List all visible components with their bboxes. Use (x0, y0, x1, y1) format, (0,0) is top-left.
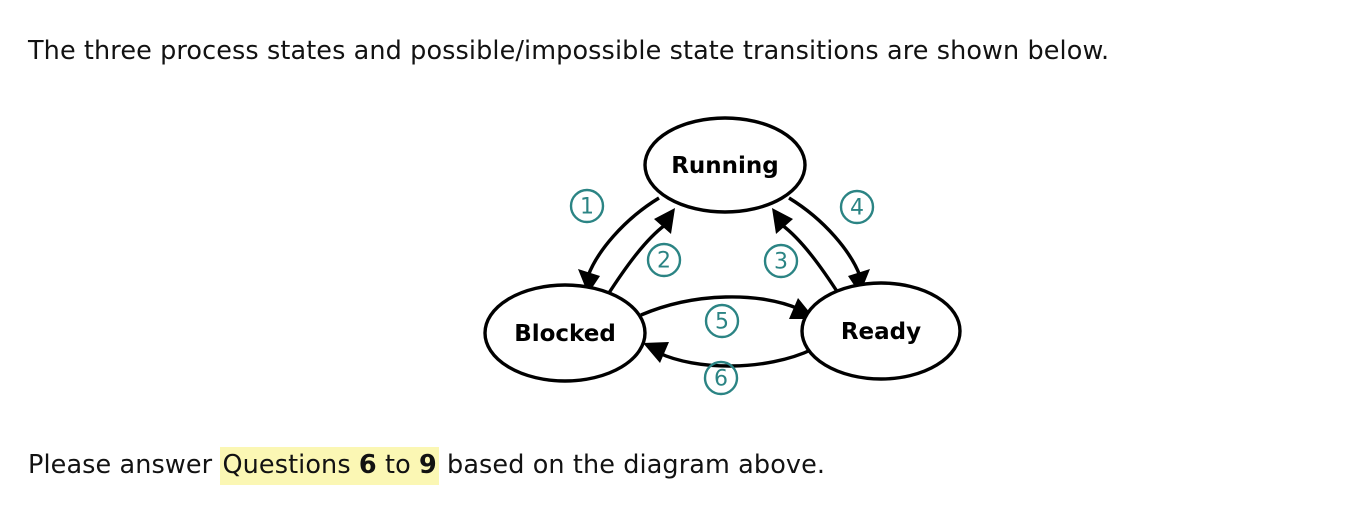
transition-badge-4-number: 4 (850, 196, 864, 221)
node-blocked[interactable]: Blocked (483, 283, 647, 383)
edge-arrowhead-6 (643, 342, 669, 363)
closing-suffix: based on the diagram above. (438, 450, 826, 480)
edge-path-1 (586, 196, 660, 277)
transition-badge-1-number: 1 (580, 195, 594, 220)
closing-paragraph: Please answer Questions 6 to 9 based on … (28, 446, 826, 485)
transition-arrow-1 (578, 196, 660, 294)
transition-arrow-2 (605, 208, 675, 297)
edge-path-5 (640, 295, 800, 317)
node-running-label: Running (671, 153, 779, 179)
transition-badge-6-circle (703, 360, 739, 396)
transition-badge-2: 2 (646, 242, 682, 278)
node-ready[interactable]: Ready (800, 281, 962, 381)
diagram-canvas: Running Blocked Ready 1 2 3 (483, 116, 962, 396)
transition-arrow-3 (772, 208, 842, 297)
transition-badge-1-circle (569, 188, 605, 224)
edge-arrowhead-3 (772, 208, 793, 234)
transition-badge-6: 6 (703, 360, 739, 396)
transition-arrow-4 (788, 196, 870, 294)
transition-badge-3: 3 (763, 243, 799, 279)
state-transition-diagram: Running Blocked Ready 1 2 3 (455, 100, 985, 410)
transition-badge-4-circle (839, 189, 875, 225)
transition-badge-3-circle (763, 243, 799, 279)
transition-badge-1: 1 (569, 188, 605, 224)
closing-highlight-mid: to (376, 450, 419, 480)
closing-highlight: Questions 6 to 9 (220, 447, 439, 485)
transition-badge-2-circle (646, 242, 682, 278)
closing-highlight-word: Questions (222, 450, 359, 480)
transition-badge-4: 4 (839, 189, 875, 225)
edge-path-4 (788, 196, 862, 277)
node-ready-shape (800, 281, 962, 381)
node-running[interactable]: Running (643, 116, 807, 214)
edge-path-3 (780, 223, 842, 297)
node-blocked-shape (483, 283, 647, 383)
edge-arrowhead-1 (578, 269, 600, 294)
transition-badge-3-number: 3 (774, 250, 788, 275)
transition-badge-6-number: 6 (714, 367, 728, 392)
transition-badge-5: 5 (704, 303, 740, 339)
transition-badge-5-number: 5 (715, 310, 729, 335)
intro-paragraph: The three process states and possible/im… (28, 36, 1110, 66)
closing-prefix: Please answer (28, 450, 221, 480)
node-blocked-label: Blocked (514, 321, 616, 347)
edge-arrowhead-4 (848, 269, 870, 294)
node-ready-label: Ready (841, 319, 921, 345)
transition-badge-5-circle (704, 303, 740, 339)
transition-badge-2-number: 2 (657, 249, 671, 274)
edge-path-6 (658, 347, 814, 368)
edge-path-2 (605, 223, 667, 297)
closing-question-end: 9 (418, 450, 437, 480)
node-running-shape (643, 116, 807, 214)
closing-question-start: 6 (358, 450, 377, 480)
edge-arrowhead-2 (654, 208, 675, 234)
